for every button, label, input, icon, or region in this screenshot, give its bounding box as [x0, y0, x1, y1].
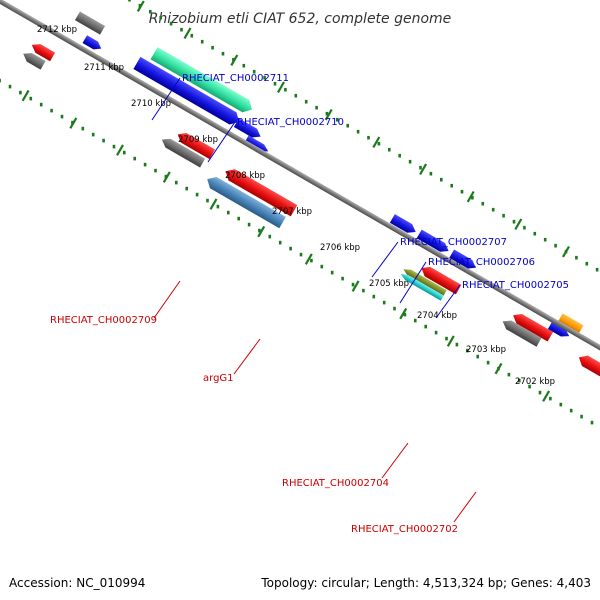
- gene-label-rheciat-ch0002707[interactable]: RHECIAT_CH0002707: [400, 237, 507, 248]
- leader-line: [207, 121, 236, 163]
- gene-feature-reverse[interactable]: [175, 130, 216, 160]
- kbp-label: 2710 kbp: [131, 99, 171, 109]
- major-tick-mark: [399, 307, 408, 320]
- gene-feature-forward[interactable]: [547, 321, 572, 340]
- major-tick-mark: [21, 89, 30, 102]
- gene-label-rheciat-ch0002702[interactable]: RHECIAT_CH0002702: [351, 524, 458, 535]
- kbp-label: 2705 kbp: [369, 279, 409, 289]
- topology-info: Topology: circular; Length: 4,513,324 bp…: [261, 576, 591, 590]
- leader-line: [153, 280, 181, 319]
- major-tick-mark: [69, 117, 78, 129]
- major-tick-mark: [514, 218, 523, 230]
- tick-marks: [0, 0, 599, 425]
- major-tick-mark: [136, 0, 145, 12]
- map-title: Rhizobium etli CIAT 652, complete genome: [149, 11, 452, 27]
- gene-feature-reverse[interactable]: [29, 41, 56, 62]
- major-tick-mark: [209, 198, 218, 210]
- gene-label-rheciat-ch0002709[interactable]: RHECIAT_CH0002709: [50, 315, 157, 326]
- gene-feature-forward[interactable]: [82, 35, 104, 52]
- gene-features: [21, 11, 600, 389]
- kbp-label: 2706 kbp: [320, 243, 360, 253]
- major-tick-mark: [542, 390, 551, 402]
- gene-label-rheciat-ch0002706[interactable]: RHECIAT_CH0002706: [428, 257, 535, 268]
- leader-line: [381, 442, 409, 479]
- major-tick-mark: [419, 163, 428, 175]
- major-tick-mark: [466, 190, 475, 203]
- gene-feature-reverse[interactable]: [159, 135, 206, 168]
- gene-label-rheciat-ch0002704[interactable]: RHECIAT_CH0002704: [282, 478, 389, 489]
- gene-feature-forward[interactable]: [133, 56, 242, 128]
- gene-feature-reverse[interactable]: [222, 166, 298, 217]
- kbp-label: 2708 kbp: [225, 171, 265, 181]
- gene-feature-forward[interactable]: [449, 249, 478, 272]
- gene-feature-forward[interactable]: [389, 214, 418, 236]
- major-tick-mark: [351, 280, 360, 292]
- gene-label-rheciat-ch0002710[interactable]: RHECIAT_CH0002710: [237, 117, 344, 128]
- leader-line: [151, 77, 181, 121]
- kbp-label: 2709 kbp: [178, 135, 218, 145]
- major-tick-mark: [183, 27, 192, 39]
- major-tick-mark: [446, 335, 455, 347]
- major-tick-mark: [257, 225, 266, 238]
- gene-feature-block[interactable]: [557, 313, 584, 334]
- leader-line: [399, 261, 427, 304]
- gene-feature-reverse[interactable]: [500, 317, 542, 347]
- gene-feature-block[interactable]: [74, 11, 106, 35]
- gene-label-rheciat-ch0002705[interactable]: RHECIAT_CH0002705: [462, 280, 569, 291]
- major-tick-mark: [372, 136, 381, 148]
- gene-feature-forward[interactable]: [233, 118, 263, 141]
- kbp-label: 2702 kbp: [515, 377, 555, 387]
- major-tick-mark: [304, 253, 313, 265]
- gene-feature-reverse[interactable]: [399, 271, 444, 301]
- kbp-label: 2712 kbp: [37, 25, 77, 35]
- major-tick-mark: [324, 108, 333, 121]
- major-tick-mark: [562, 245, 570, 258]
- major-tick-mark: [230, 54, 239, 66]
- gene-feature-reverse[interactable]: [576, 352, 600, 389]
- leader-line: [233, 338, 261, 375]
- gene-feature-reverse[interactable]: [21, 49, 46, 70]
- leader-line: [453, 491, 477, 523]
- gene-feature-reverse[interactable]: [419, 263, 462, 295]
- gene-label-argg1[interactable]: argG1: [203, 373, 234, 384]
- accession-text: Accession: NC_010994: [9, 576, 146, 590]
- kbp-label: 2707 kbp: [272, 207, 312, 217]
- major-tick-mark: [277, 81, 285, 93]
- label-leader-lines: [151, 77, 477, 523]
- leader-line: [435, 284, 461, 319]
- genome-backbone: [0, 0, 600, 359]
- gene-feature-reverse[interactable]: [510, 311, 554, 342]
- gene-feature-forward[interactable]: [150, 47, 256, 116]
- gene-labels: RHECIAT_CH0002711 RHECIAT_CH0002710 RHEC…: [50, 73, 569, 535]
- major-tick-mark: [116, 144, 124, 156]
- major-tick-mark: [494, 362, 503, 375]
- gene-feature-reverse[interactable]: [204, 173, 286, 229]
- gene-feature-reverse[interactable]: [402, 266, 447, 297]
- kbp-label: 2703 kbp: [466, 345, 506, 355]
- gene-feature-forward[interactable]: [416, 229, 451, 256]
- gene-label-rheciat-ch0002711[interactable]: RHECIAT_CH0002711: [182, 73, 289, 84]
- kbp-label: 2711 kbp: [84, 63, 124, 73]
- major-tick-mark: [162, 171, 171, 183]
- leader-line: [371, 241, 399, 278]
- gene-feature-forward[interactable]: [244, 135, 271, 154]
